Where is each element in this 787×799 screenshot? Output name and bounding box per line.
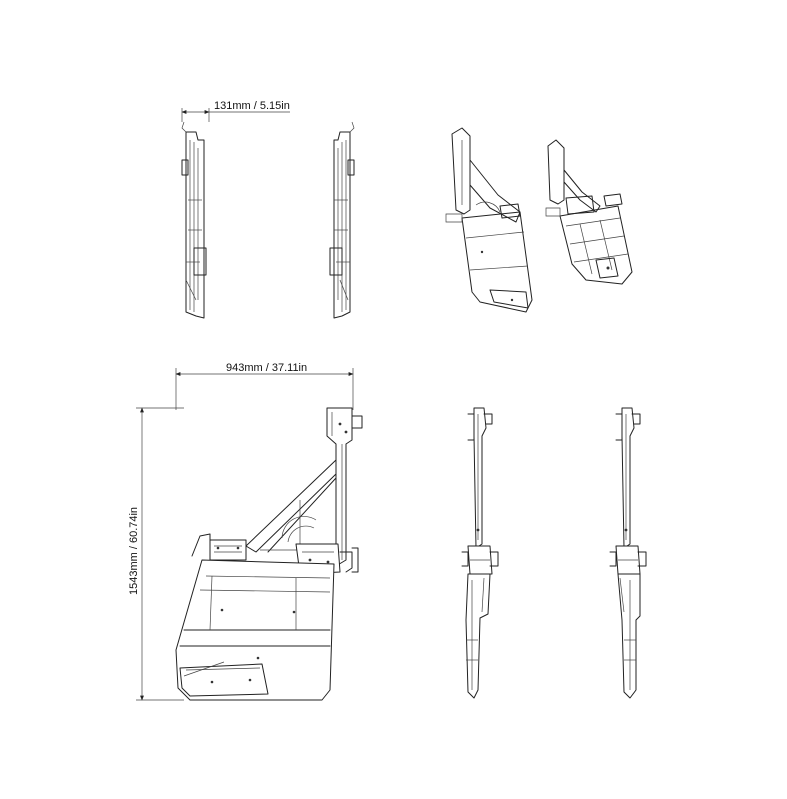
isometric-view-frame <box>545 139 633 285</box>
isometric-view-closed <box>445 127 533 313</box>
dimension-main-height-label: 1543mm / 60.74in <box>128 507 140 595</box>
side-view-profile-a <box>461 407 499 699</box>
dimension-top-width-label: 131mm / 5.15in <box>214 100 290 112</box>
side-view-right <box>329 121 355 319</box>
side-view-left <box>181 121 207 319</box>
dimension-main-width-label: 943mm / 37.11in <box>226 362 307 374</box>
dimension-main-width: 943mm / 37.11in <box>175 362 354 410</box>
front-view-main <box>175 407 363 701</box>
side-view-profile-b <box>609 407 647 699</box>
dimension-top-width: 131mm / 5.15in <box>181 100 290 122</box>
dimension-main-height: 1543mm / 60.74in <box>128 407 184 701</box>
